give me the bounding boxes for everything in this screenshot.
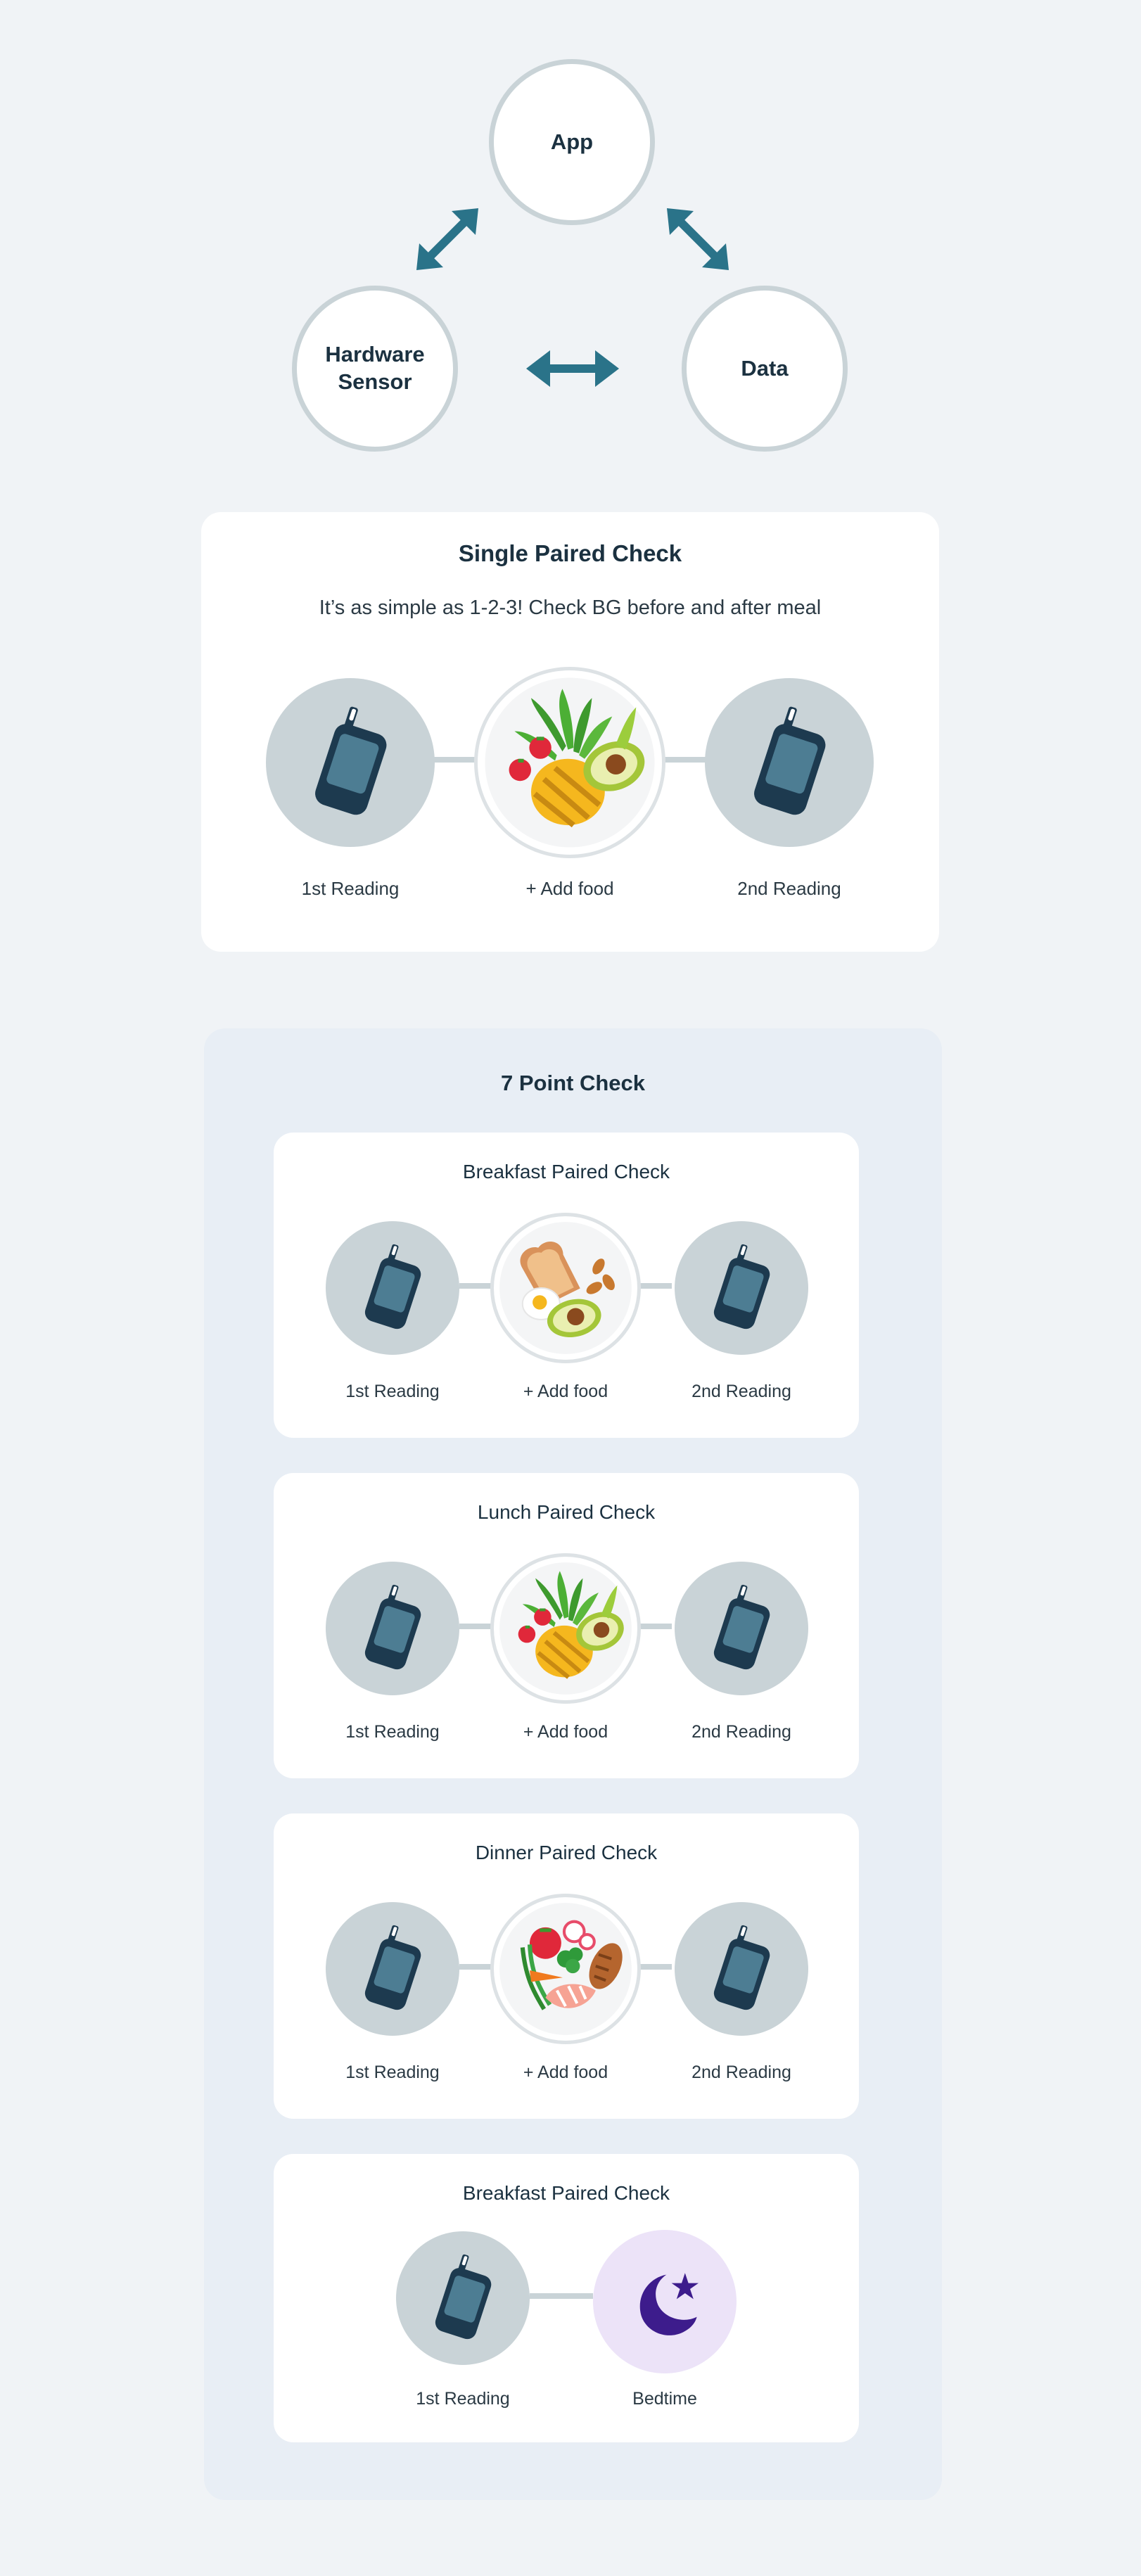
glucose-meter-icon	[708, 1582, 775, 1675]
lunch-paired-check-card: Lunch Paired Check 1st Reading + Add foo…	[274, 1473, 859, 1778]
double-arrow-icon	[416, 208, 478, 270]
first-reading-button[interactable]	[266, 678, 435, 847]
add-food-label: + Add food	[523, 1722, 608, 1742]
double-arrow-icon	[526, 350, 619, 387]
first-reading-label: 1st Reading	[345, 1382, 440, 1401]
connector-line	[637, 1624, 672, 1629]
connector-line	[637, 1964, 672, 1970]
card-title: Single Paired Check	[458, 540, 682, 566]
add-food-button[interactable]	[490, 1894, 641, 2044]
connector-line	[459, 1283, 495, 1289]
second-reading-label: 2nd Reading	[691, 2062, 791, 2082]
first-reading-label: 1st Reading	[345, 2062, 440, 2082]
add-food-button[interactable]	[490, 1553, 641, 1704]
add-food-label: + Add food	[523, 2062, 608, 2082]
breakfast-plate-icon	[494, 1216, 637, 1360]
glucose-meter-icon	[747, 703, 831, 822]
second-reading-button[interactable]	[675, 1221, 808, 1355]
card-title: Dinner Paired Check	[475, 1842, 658, 1863]
bedtime-label: Bedtime	[632, 2389, 697, 2409]
lunch-plate-icon	[478, 670, 662, 855]
first-reading-button[interactable]	[326, 1902, 459, 2036]
second-reading-button[interactable]	[675, 1562, 808, 1695]
glucose-meter-icon	[308, 703, 393, 822]
first-reading-button[interactable]	[326, 1221, 459, 1355]
glucose-meter-icon	[359, 1242, 426, 1334]
first-reading-label: 1st Reading	[416, 2389, 510, 2409]
connector-line	[459, 1624, 495, 1629]
add-food-button[interactable]	[474, 667, 665, 858]
connector-line	[530, 2293, 593, 2299]
connector-line	[459, 1964, 495, 1970]
card-title: Lunch Paired Check	[477, 1501, 656, 1523]
app-node: App	[489, 59, 655, 225]
add-food-button[interactable]	[490, 1213, 641, 1363]
lunch-plate-icon	[494, 1557, 637, 1700]
first-reading-label: 1st Reading	[345, 1722, 440, 1742]
first-reading-button[interactable]	[396, 2231, 530, 2365]
second-reading-label: 2nd Reading	[691, 1382, 791, 1401]
connector-line	[433, 757, 504, 763]
dinner-plate-icon	[494, 1897, 637, 2041]
second-reading-label: 2nd Reading	[691, 1722, 791, 1742]
glucose-meter-icon	[430, 2252, 496, 2345]
glucose-meter-icon	[708, 1242, 775, 1334]
add-food-label: + Add food	[523, 1382, 608, 1401]
double-arrow-icon	[667, 208, 729, 270]
add-food-label: + Add food	[525, 878, 614, 899]
glucose-meter-icon	[708, 1923, 775, 2015]
dinner-paired-check-card: Dinner Paired Check 1st Reading + Add fo…	[274, 1813, 859, 2119]
card-title: Breakfast Paired Check	[462, 1161, 670, 1182]
section-title: 7 Point Check	[501, 1071, 645, 1095]
first-reading-label: 1st Reading	[301, 878, 400, 899]
glucose-meter-icon	[359, 1582, 426, 1675]
card-subtitle: It’s as simple as 1-2-3! Check BG before…	[319, 597, 822, 619]
connector-line	[637, 1283, 672, 1289]
single-paired-check-card: Single Paired Check It’s as simple as 1-…	[201, 512, 939, 952]
first-reading-button[interactable]	[326, 1562, 459, 1695]
moon-star-icon	[623, 2259, 707, 2344]
hardware-sensor-node: Hardware Sensor	[292, 286, 458, 452]
bedtime-button[interactable]	[593, 2230, 737, 2373]
second-reading-button[interactable]	[675, 1902, 808, 2036]
breakfast-paired-check-card: Breakfast Paired Check 1st Reading + Add…	[274, 1133, 859, 1438]
bedtime-check-card: Breakfast Paired Check 1st Reading Bedti…	[274, 2154, 859, 2442]
connector-line	[658, 757, 729, 763]
data-node: Data	[682, 286, 848, 452]
second-reading-button[interactable]	[705, 678, 874, 847]
card-title: Breakfast Paired Check	[462, 2182, 670, 2204]
second-reading-label: 2nd Reading	[737, 878, 841, 899]
glucose-meter-icon	[359, 1923, 426, 2015]
